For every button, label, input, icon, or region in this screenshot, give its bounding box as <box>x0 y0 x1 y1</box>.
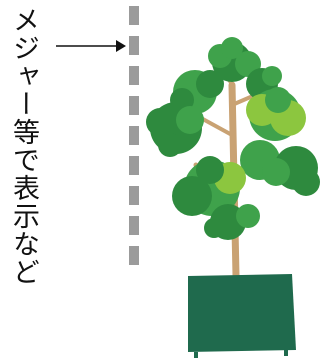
right-arrow-icon <box>56 40 126 52</box>
potted-tree-illustration <box>146 37 320 358</box>
plant-pot <box>188 274 296 358</box>
measure-annotation-text: メジャー等で表示など <box>8 6 39 286</box>
